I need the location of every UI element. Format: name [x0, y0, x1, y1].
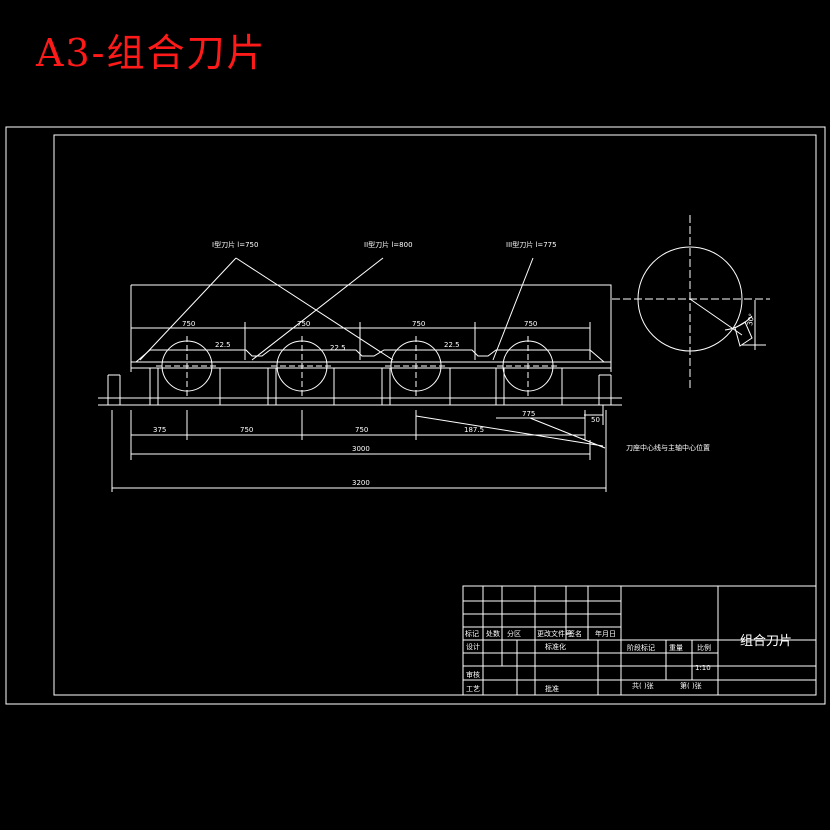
tb-zone: 分区 — [507, 629, 521, 638]
dim-bottom-187: 187.5 — [464, 426, 484, 434]
tb-doc: 更改文件号 — [537, 629, 572, 638]
tb-design: 设计 — [466, 642, 480, 651]
tb-date: 年月日 — [595, 629, 616, 638]
blade-1-label: I型刀片 l=750 — [212, 240, 258, 249]
blade-3-label: III型刀片 l=775 — [506, 240, 557, 249]
tb-scale-value: 1:10 — [695, 664, 711, 672]
dim-top-750-a: 750 — [182, 320, 195, 328]
tb-sign: 签名 — [568, 629, 582, 638]
tb-sheet-no: 第( )张 — [680, 681, 702, 690]
blade-assembly — [98, 284, 622, 406]
note-label: 刀座中心线与主轴中心位置 — [626, 443, 710, 452]
tb-count: 处数 — [486, 629, 500, 638]
drawing-frame — [53, 134, 817, 696]
dim-top-750-d: 750 — [524, 320, 537, 328]
dimension-lines — [111, 322, 607, 492]
dim-side-50: 50 — [591, 416, 600, 424]
dim-top-750-b: 750 — [297, 320, 310, 328]
dim-r-a: 22.5 — [215, 341, 231, 349]
sheet-border — [5, 126, 826, 705]
dim-bottom-750-a: 750 — [240, 426, 253, 434]
dim-bottom-375: 375 — [153, 426, 166, 434]
dim-top-750-c: 750 — [412, 320, 425, 328]
tb-process: 工艺 — [466, 685, 480, 693]
dim-angle: 30° — [746, 313, 756, 327]
tb-scale: 比例 — [697, 643, 711, 652]
blade-2-label: II型刀片 l=800 — [364, 240, 413, 249]
tb-mark: 标记 — [465, 629, 479, 638]
tb-review: 审核 — [466, 670, 480, 679]
dim-r-b: 22.5 — [330, 344, 346, 352]
tb-approve: 批准 — [545, 684, 559, 693]
dim-overall-3200: 3200 — [352, 479, 370, 487]
dim-overall-3000: 3000 — [352, 445, 370, 453]
title-block — [462, 585, 817, 696]
leader-lines — [139, 257, 606, 449]
tb-sheets-total: 共( )张 — [632, 681, 654, 690]
tb-standard: 标准化 — [545, 642, 566, 651]
detail-view — [612, 215, 770, 388]
dim-r-c: 22.5 — [444, 341, 460, 349]
tb-weight: 重量 — [669, 644, 683, 652]
dim-bottom-750-b: 750 — [355, 426, 368, 434]
page-title: A3-组合刀片 — [36, 31, 267, 75]
dim-side-775: 775 — [522, 410, 535, 418]
tb-stage-mark: 阶段标记 — [627, 643, 655, 652]
tb-drawing-name: 组合刀片 — [740, 634, 792, 649]
